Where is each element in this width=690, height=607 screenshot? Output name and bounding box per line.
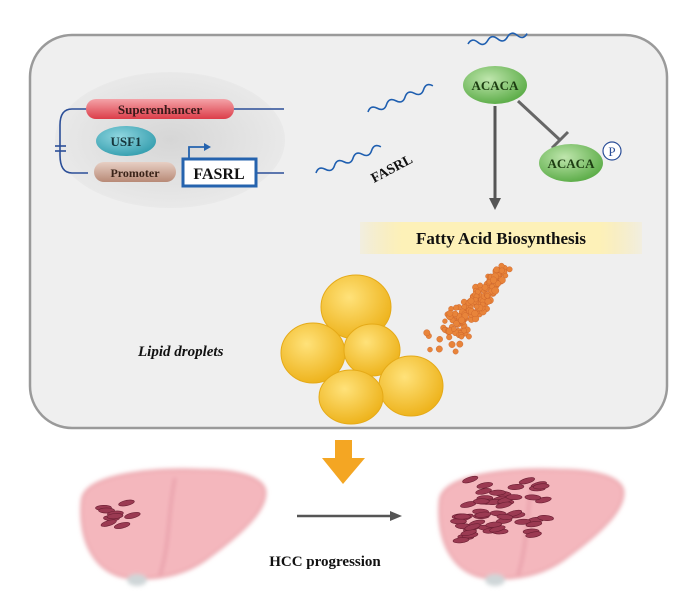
fatty-acid-dot — [458, 334, 465, 340]
fatty-acid-dot — [450, 326, 457, 332]
fatty-acid-bar — [360, 222, 642, 254]
fatty-acid-dot — [477, 282, 484, 289]
usf1-protein — [96, 126, 156, 156]
tumor-cell — [476, 482, 493, 489]
tumor-cell — [489, 489, 506, 496]
progression-arrowhead-icon — [390, 511, 402, 521]
fatty-acid-dot — [494, 280, 502, 287]
tumor-cell — [113, 522, 131, 529]
superenhancer-label: Superenhancer — [118, 102, 202, 117]
fasrl-rna-waves — [315, 32, 528, 174]
tumor-cell — [485, 521, 502, 528]
fasrl-gene-box — [181, 157, 258, 188]
fatty-acid-dot — [471, 310, 479, 318]
inhibit-line — [516, 99, 562, 142]
tumor-cell — [452, 537, 470, 544]
loop-inhibit-bar-icon — [55, 145, 66, 152]
fatty-acid-dot — [452, 348, 459, 355]
tumor-cell — [473, 498, 490, 505]
inhibit-bar-icon — [550, 130, 570, 150]
tumor-cell — [518, 477, 535, 485]
acaca-protein — [463, 66, 527, 104]
lipid-label: Lipid droplets — [137, 344, 224, 360]
tumor-cell — [495, 501, 512, 509]
fatty-acid-dot — [446, 334, 453, 341]
fatty-acid-dot — [474, 288, 481, 295]
fatty-acid-dot — [458, 316, 466, 324]
tumor-cell — [464, 523, 481, 531]
fatty-acid-dot — [465, 333, 472, 340]
liver-early — [80, 468, 267, 586]
fasrl-gene-label: FASRL — [193, 166, 244, 183]
tumor-cell — [124, 512, 141, 519]
fatty-acid-dot — [490, 276, 498, 284]
acaca-to-fa-arrowhead-icon — [489, 198, 501, 210]
fatty-acid-dot — [427, 346, 433, 353]
tumor-cell — [537, 515, 554, 521]
down-arrow-icon — [322, 440, 365, 484]
promoter-label: Promoter — [110, 166, 160, 180]
tumor-cells-small — [95, 499, 141, 529]
superenhancer-element — [86, 99, 234, 119]
tumor-cell — [532, 483, 550, 490]
tumor-cell — [462, 475, 479, 484]
usf1-label: USF1 — [110, 134, 141, 149]
tumor-cell — [524, 494, 542, 501]
fatty-acid-dot — [435, 345, 443, 353]
fatty-acid-dot — [442, 318, 448, 324]
tumor-cell — [106, 513, 124, 520]
phospho-circle-icon — [602, 141, 622, 161]
acaca-phospho-label: ACACA — [548, 156, 596, 171]
fatty-acid-dot — [446, 309, 454, 317]
fatty-acid-dot — [498, 267, 505, 274]
tumor-cells-large — [450, 475, 554, 544]
lipid-droplets — [280, 274, 444, 425]
tss-arrowhead-icon — [204, 143, 211, 151]
tumor-cell — [507, 484, 525, 490]
tumor-cell — [475, 488, 492, 495]
fatty-acid-dot — [491, 286, 500, 295]
fatty-acid-dot — [493, 266, 500, 274]
fatty-acid-dot — [436, 336, 443, 343]
nucleus — [55, 72, 285, 208]
fatty-acid-dot — [461, 327, 468, 334]
phospho-label: P — [608, 144, 615, 159]
fatty-acid-dot — [448, 341, 456, 348]
tumor-cell — [496, 513, 514, 520]
fatty-acid-dot — [453, 320, 460, 327]
fatty-acid-dots — [423, 262, 513, 355]
fatty-acid-dot — [453, 304, 460, 311]
tumor-cell — [454, 513, 471, 520]
fatty-acid-dot — [506, 266, 513, 273]
tumor-cell — [525, 531, 542, 538]
fatty-acid-dot — [473, 303, 480, 310]
fatty-acid-dot — [456, 340, 464, 348]
tumor-cell — [514, 518, 531, 525]
tumor-cell — [100, 519, 117, 527]
fatty-acid-label: Fatty Acid Biosynthesis — [416, 229, 586, 248]
tumor-cell — [118, 499, 135, 507]
promoter-element — [94, 162, 176, 182]
tumor-cell — [505, 494, 523, 501]
acaca-phospho-protein — [539, 144, 603, 182]
fatty-acid-dot — [484, 292, 491, 299]
fatty-acid-dot — [484, 297, 492, 305]
fatty-acid-dot — [467, 297, 475, 305]
tss-arrow-icon — [188, 146, 206, 162]
acaca-label: ACACA — [472, 78, 520, 93]
tumor-cell — [474, 511, 492, 518]
fatty-acid-dot — [502, 272, 509, 279]
tumor-cell — [525, 520, 543, 528]
fatty-acid-dot — [423, 329, 431, 337]
hcc-progression-label: HCC progression — [269, 554, 381, 570]
